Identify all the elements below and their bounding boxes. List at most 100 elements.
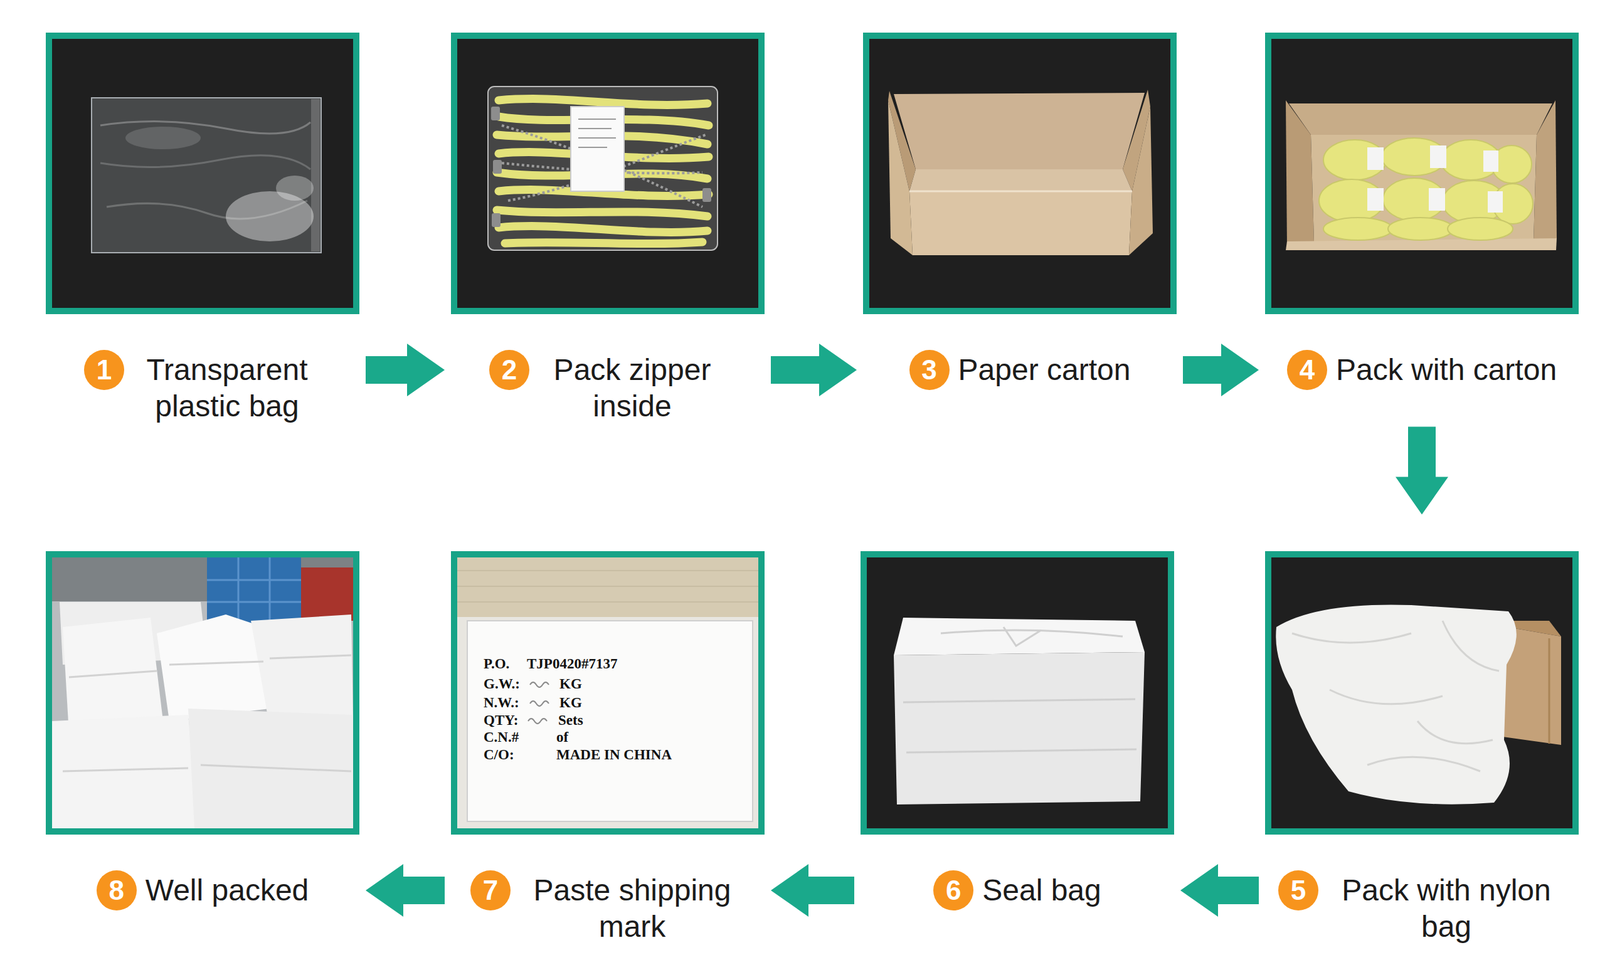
step-number-badge: 5 bbox=[1278, 870, 1319, 911]
shipping-mark-photo bbox=[457, 601, 759, 603]
step-caption: 6 Seal bag bbox=[860, 872, 1175, 911]
zipper-bag bbox=[498, 99, 708, 106]
zipper-bag bbox=[570, 106, 625, 192]
packed-carton bbox=[1487, 191, 1503, 213]
well-packed-photo bbox=[206, 601, 302, 604]
step-label: Well packed bbox=[145, 872, 310, 909]
shipping-mark-photo bbox=[529, 682, 549, 688]
packed-carton bbox=[1483, 150, 1499, 172]
zipper-bag bbox=[491, 106, 712, 228]
step-number: 5 bbox=[1290, 876, 1306, 905]
shipping-mark-photo bbox=[457, 557, 759, 829]
zipper-bag bbox=[492, 159, 502, 174]
plastic-bag bbox=[100, 155, 311, 170]
step-label: Pack zipper inside bbox=[538, 351, 727, 425]
well-packed-photo bbox=[206, 579, 302, 582]
well-packed-photo bbox=[62, 655, 352, 772]
step-node: 1 Transparent plastic bag bbox=[45, 32, 360, 425]
photo-ground bbox=[866, 557, 1168, 829]
photo-frame bbox=[863, 32, 1177, 315]
well-packed-photo bbox=[68, 671, 157, 678]
well-packed-photo bbox=[62, 768, 189, 772]
step-number: 1 bbox=[96, 356, 112, 384]
step-label: Seal bag bbox=[982, 872, 1102, 909]
packed-carton bbox=[1285, 100, 1314, 248]
shipping-mark-photo bbox=[457, 557, 759, 829]
plastic-bag bbox=[91, 97, 322, 253]
packed-carton bbox=[1319, 137, 1533, 241]
photo-ground bbox=[869, 38, 1171, 308]
flow-arrow bbox=[1395, 427, 1449, 515]
step-number: 3 bbox=[921, 356, 937, 384]
packed-carton bbox=[1285, 100, 1557, 251]
step-number-badge: 7 bbox=[470, 870, 511, 911]
shipping-mark-photo bbox=[528, 718, 547, 724]
nylon-bag bbox=[1292, 620, 1500, 772]
photo-ground bbox=[1271, 38, 1573, 308]
step-node: 4Pack with carton bbox=[1265, 32, 1579, 391]
photo-ground bbox=[1271, 557, 1573, 829]
sealed-bag bbox=[1003, 627, 1042, 647]
well-packed-photo bbox=[200, 765, 352, 772]
step-label: Paper carton bbox=[958, 351, 1131, 389]
shipping-mark-text: TJP0420#7137 bbox=[526, 655, 618, 673]
step-label: Transparent plastic bag bbox=[132, 351, 322, 425]
flow-arrow bbox=[770, 864, 855, 917]
packed-carton bbox=[1382, 178, 1446, 221]
zipper-bag bbox=[578, 118, 616, 120]
step-node: 8 Well packed bbox=[45, 551, 360, 911]
zipper-bag bbox=[498, 226, 708, 233]
shipping-mark-photo bbox=[457, 570, 759, 572]
flow-arrow bbox=[770, 343, 857, 397]
packed-carton bbox=[1310, 134, 1537, 242]
shipping-mark-text: P.O. bbox=[483, 655, 510, 673]
step-node: 3 Paper carton bbox=[863, 32, 1177, 391]
shipping-mark-text: C.N.# bbox=[483, 728, 519, 747]
photo-ground bbox=[457, 38, 759, 308]
packed-carton bbox=[1367, 147, 1384, 170]
step-node: 2 Pack zipper inside bbox=[450, 32, 765, 425]
paper-carton bbox=[888, 89, 1153, 256]
step-number: 8 bbox=[108, 876, 124, 905]
packed-carton bbox=[1367, 145, 1503, 213]
step-number-badge: 6 bbox=[933, 870, 974, 911]
step-number: 2 bbox=[501, 356, 517, 384]
packed-carton bbox=[1323, 139, 1387, 181]
well-packed-photo bbox=[269, 557, 271, 627]
shipping-mark-text: Sets bbox=[558, 711, 584, 730]
step-caption: 7Paste shipping mark bbox=[450, 872, 765, 946]
packed-carton bbox=[1440, 139, 1501, 181]
shipping-mark-text: KG bbox=[559, 675, 583, 694]
plastic-bag bbox=[91, 97, 322, 253]
well-packed-photo bbox=[52, 715, 201, 829]
step-number-badge: 8 bbox=[96, 870, 137, 911]
shipping-mark-photo bbox=[457, 585, 759, 588]
shipping-mark-photo bbox=[467, 620, 753, 822]
paper-carton bbox=[1128, 106, 1153, 256]
well-packed-photo bbox=[237, 557, 240, 627]
shipping-mark-text: KG bbox=[559, 694, 583, 712]
zipper-bag bbox=[578, 146, 608, 149]
flow-arrow bbox=[1182, 343, 1259, 397]
photo-frame bbox=[1265, 551, 1579, 835]
step-number: 6 bbox=[945, 876, 961, 905]
plastic-bag bbox=[125, 126, 201, 150]
zipper-bag bbox=[491, 106, 500, 121]
shipping-mark-text: C/O: bbox=[483, 746, 515, 764]
shipping-mark-photo bbox=[528, 682, 549, 724]
well-packed-photo bbox=[52, 557, 354, 829]
step-label: Pack with nylon bag bbox=[1327, 872, 1566, 946]
sealed-bag bbox=[903, 699, 1136, 703]
packed-carton bbox=[1388, 217, 1454, 241]
step-caption: 8 Well packed bbox=[45, 872, 360, 911]
sealed-bag bbox=[903, 627, 1137, 753]
nylon-bag bbox=[1275, 604, 1517, 805]
flow-arrow bbox=[1180, 864, 1259, 917]
photo-frame bbox=[450, 551, 765, 835]
packed-carton bbox=[1323, 217, 1393, 241]
flow-arrow bbox=[365, 343, 445, 397]
shipping-mark-photo bbox=[457, 570, 759, 603]
